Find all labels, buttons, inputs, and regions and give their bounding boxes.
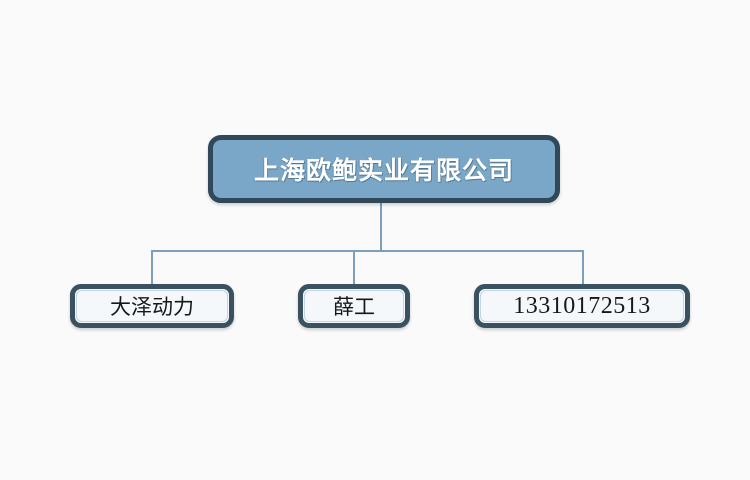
connector-drop-child-1 <box>151 250 153 285</box>
org-node-root[interactable]: 上海欧鲍实业有限公司 <box>208 135 560 203</box>
org-node-child-phone[interactable]: 13310172513 <box>474 284 690 328</box>
connector-horizontal-bus <box>151 250 584 252</box>
connector-root-stem <box>380 203 382 252</box>
connector-drop-child-3 <box>582 250 584 285</box>
org-node-child-brand[interactable]: 大泽动力 <box>70 284 234 328</box>
org-node-child-phone-label: 13310172513 <box>513 292 651 319</box>
org-node-child-brand-label: 大泽动力 <box>110 296 194 319</box>
org-node-child-contact-label: 薛工 <box>333 296 375 319</box>
org-node-root-label: 上海欧鲍实业有限公司 <box>253 157 514 185</box>
connector-drop-child-2 <box>353 250 355 285</box>
org-node-child-contact[interactable]: 薛工 <box>298 284 410 328</box>
